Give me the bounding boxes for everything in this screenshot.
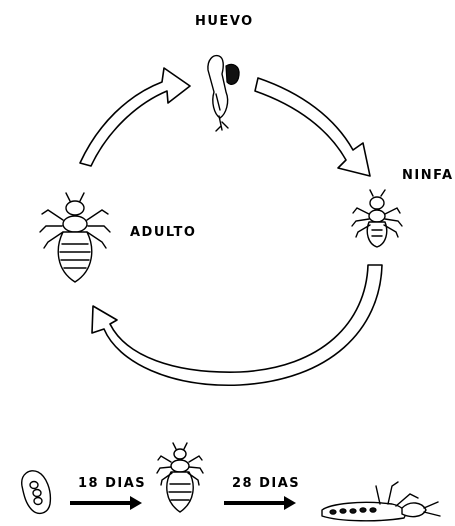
arrow-egg-to-nymph bbox=[255, 78, 370, 176]
timeline-egg-illustration bbox=[22, 471, 51, 514]
arrow-adult-to-egg bbox=[80, 68, 190, 166]
egg-illustration bbox=[208, 56, 239, 131]
timeline-label-28-days: 28 DIAS bbox=[232, 476, 300, 491]
timeline-egg-laying-illustration bbox=[322, 482, 440, 521]
egg-label: HUEVO bbox=[195, 14, 254, 29]
timeline-adult-illustration bbox=[157, 443, 203, 512]
nymph-illustration bbox=[352, 190, 402, 247]
timeline-arrow-1 bbox=[70, 496, 142, 510]
timeline-label-18-days: 18 DIAS bbox=[78, 476, 146, 491]
arrow-nymph-to-adult bbox=[92, 265, 382, 385]
adult-louse-illustration bbox=[40, 193, 110, 282]
nymph-label: NINFA bbox=[402, 168, 454, 183]
adult-label: ADULTO bbox=[130, 225, 196, 240]
timeline-arrow-2 bbox=[224, 496, 296, 510]
